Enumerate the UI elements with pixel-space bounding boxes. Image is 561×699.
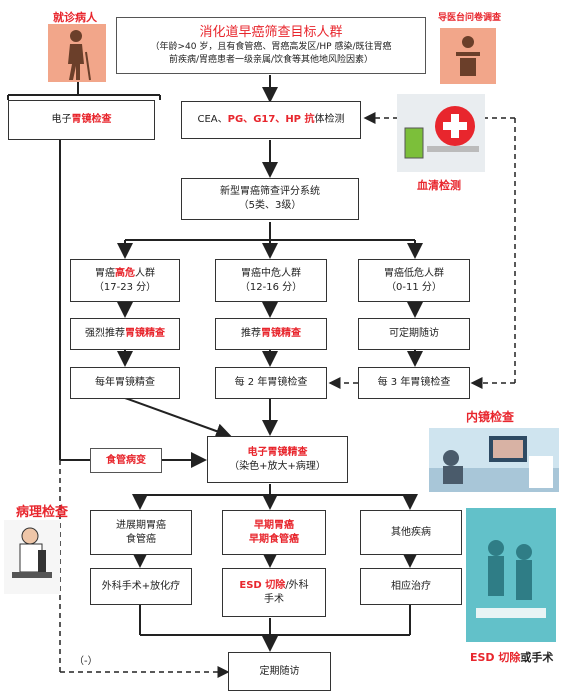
yearly-exam-label: 每年胃镜精查 [95,377,155,388]
serum-test-box: CEA、PG、G17、HP 抗体检测 [181,101,361,139]
esd-treatment-label-2: 手术 [264,593,284,605]
target-population-criteria-1: （年龄>40 岁，且有食管癌、胃癌高发区/HP 感染/既往胃癌 [150,42,392,52]
patient-icon [48,24,106,82]
surgery-chemo-label: 外科手术+放化疗 [101,580,181,592]
endoscope-icon [429,428,559,492]
strong-recommend-label: 强烈推荐胃镜精查 [85,328,165,339]
recommend-label: 推荐胃镜精查 [241,328,301,339]
patient-label: 就诊病人 [53,11,97,24]
advanced-cancer-box: 进展期胃癌 食管癌 [90,510,192,555]
regular-followup-box: 定期随访 [228,652,331,691]
low-risk-box: 胃癌低危人群 （0-11 分） [358,259,470,302]
electronic-gastroscopy-box: 电子胃镜检查 [8,100,155,140]
corresponding-treatment-label: 相应治疗 [391,580,431,592]
recommend-box: 推荐胃镜精查 [215,318,327,350]
detailed-gastroscopy-methods: （染色+放大+病理） [229,460,326,472]
scoring-system-box: 新型胃癌筛查评分系统 （5类、3级） [181,178,359,220]
triennial-exam-label: 每 3 年胃镜检查 [377,377,451,388]
high-risk-label: 胃癌高危人群 [95,267,155,279]
negative-result-label: （-） [74,656,98,667]
detailed-gastroscopy-box: 电子胃镜精查 （染色+放大+病理） [207,436,348,483]
early-cancer-box: 早期胃癌 早期食管癌 [222,510,326,555]
early-cancer-label-2: 早期食管癌 [249,533,299,545]
low-risk-label: 胃癌低危人群 [384,267,444,279]
corresponding-treatment-box: 相应治疗 [360,568,462,605]
medium-risk-label: 胃癌中危人群 [241,267,301,279]
esd-treatment-label-1: ESD 切除/外科 [239,579,309,591]
other-disease-box: 其他疾病 [360,510,462,555]
serum-test-icon [397,94,485,172]
pathology-icon [4,520,60,594]
yearly-exam-box: 每年胃镜精查 [70,367,180,399]
esd-treatment-box: ESD 切除/外科 手术 [222,568,326,617]
biennial-exam-label: 每 2 年胃镜检查 [234,377,308,388]
surgery-chemo-box: 外科手术+放化疗 [90,568,192,605]
detailed-gastroscopy-title: 电子胃镜精查 [247,446,308,458]
target-population-criteria-2: 前疾病/胃癌患者一级亲属/饮食等其他地风险因素） [168,55,374,65]
target-population-box: 消化道早癌筛查目标人群 （年龄>40 岁，且有食管癌、胃癌高发区/HP 感染/既… [116,17,426,74]
questionnaire-label: 导医台问卷调查 [438,13,502,23]
serum-test-label-caption: 血清检测 [417,179,461,192]
endoscope-label: 内镜检查 [466,410,515,424]
target-population-title: 消化道早癌筛查目标人群 [199,25,343,40]
periodic-followup-label: 可定期随访 [389,328,439,339]
serum-test-label: CEA、PG、G17、HP 抗体检测 [197,114,345,125]
high-risk-range: （17-23 分） [93,281,157,293]
scoring-system-levels: （5类、3级） [238,200,302,211]
pathology-label: 病理检查 [16,505,69,520]
esd-surgery-caption: ESD 切除或手术 [470,651,554,664]
triennial-exam-box: 每 3 年胃镜检查 [358,367,470,399]
advanced-cancer-label-1: 进展期胃癌 [116,519,166,531]
regular-followup-label: 定期随访 [259,665,300,677]
electronic-gastroscopy-label: 电子胃镜检查 [51,114,112,125]
low-risk-range: （0-11 分） [386,281,442,293]
high-risk-box: 胃癌高危人群 （17-23 分） [70,259,180,302]
early-cancer-label-1: 早期胃癌 [254,519,294,531]
periodic-followup-box: 可定期随访 [358,318,470,350]
esd-surgery-icon [466,508,556,642]
medium-risk-box: 胃癌中危人群 （12-16 分） [215,259,327,302]
biennial-exam-box: 每 2 年胃镜检查 [215,367,327,399]
strong-recommend-box: 强烈推荐胃镜精查 [70,318,180,350]
scoring-system-title: 新型胃癌筛查评分系统 [220,186,320,197]
esophageal-lesion-box: 食管病变 [90,448,162,473]
other-disease-label: 其他疾病 [391,526,431,538]
esophageal-lesion-label: 食管病变 [106,454,146,466]
advanced-cancer-label-2: 食管癌 [126,533,156,545]
questionnaire-icon [440,28,496,84]
medium-risk-range: （12-16 分） [239,281,303,293]
